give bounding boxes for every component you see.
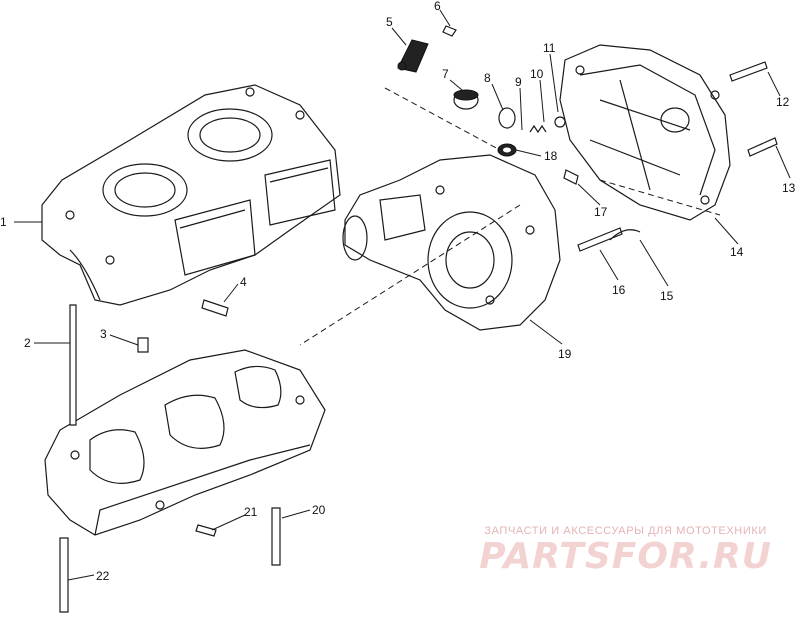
callout-6: 6 [434, 0, 441, 13]
callout-12: 12 [776, 95, 790, 109]
callout-leaders [14, 9, 791, 581]
lower-crankcase [44, 349, 326, 536]
callout-9: 9 [515, 75, 522, 89]
callout-22: 22 [96, 569, 110, 583]
callout-2: 2 [24, 336, 31, 350]
callout-8: 8 [484, 71, 491, 85]
watermark-logo: PARTSFOR.RU [479, 536, 772, 577]
callout-15: 15 [660, 289, 674, 303]
callout-19: 19 [558, 347, 572, 361]
upper-crankcase [41, 84, 341, 306]
callout-17: 17 [594, 205, 608, 219]
watermark: ЗАПЧАСТИ И АКСЕССУАРЫ ДЛЯ МОТОТЕХНИКИ PA… [479, 525, 772, 577]
magneto-housing [342, 154, 561, 331]
watermark-caption: ЗАПЧАСТИ И АКСЕССУАРЫ ДЛЯ МОТОТЕХНИКИ [484, 525, 767, 537]
callout-20: 20 [312, 503, 326, 517]
callout-10: 10 [530, 67, 544, 81]
callout-21: 21 [244, 505, 258, 519]
callout-18: 18 [544, 149, 558, 163]
callout-7: 7 [442, 67, 449, 81]
callout-5: 5 [386, 15, 393, 29]
assembly-lines [299, 87, 721, 346]
callout-16: 16 [612, 283, 626, 297]
callout-labels: 1 2 3 4 5 6 7 8 9 10 11 12 13 14 15 16 1… [0, 0, 796, 583]
callout-11: 11 [543, 41, 556, 55]
callout-14: 14 [730, 245, 744, 259]
magneto-cover [559, 44, 731, 221]
callout-13: 13 [782, 181, 796, 195]
callout-4: 4 [240, 275, 247, 289]
callout-1: 1 [0, 215, 7, 229]
callout-3: 3 [100, 327, 107, 341]
small-parts [59, 25, 778, 613]
